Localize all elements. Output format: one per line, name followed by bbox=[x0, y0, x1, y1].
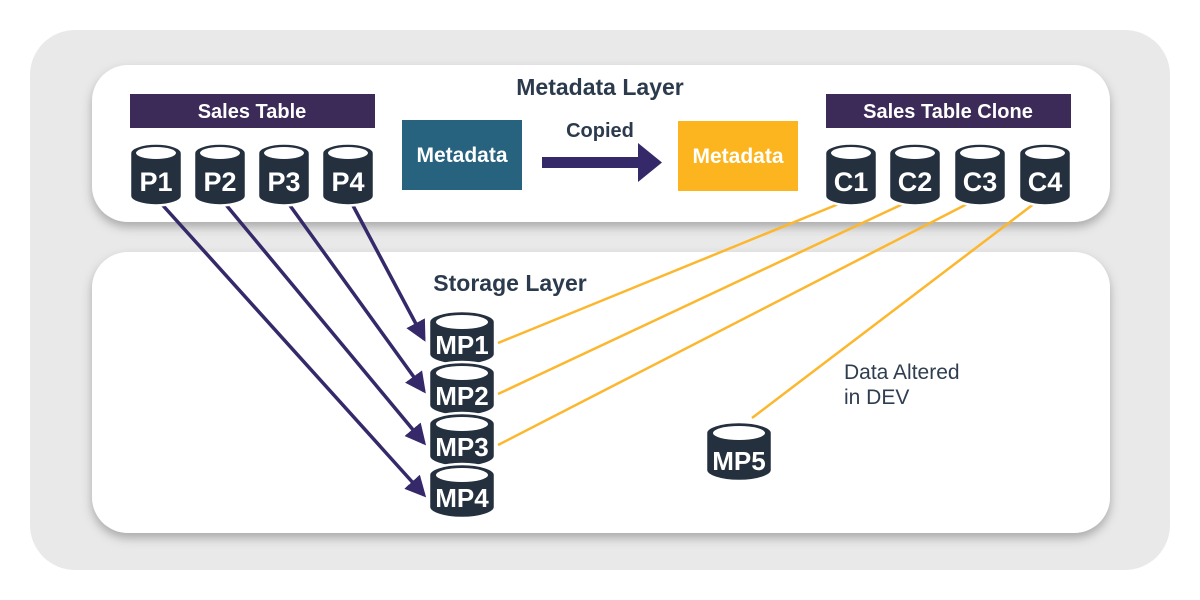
cylinder-mp3: MP3 bbox=[427, 411, 497, 469]
cylinder-opening bbox=[436, 417, 488, 431]
cylinder-label: P4 bbox=[331, 167, 364, 197]
cylinder-label: MP2 bbox=[435, 381, 488, 411]
cylinder-opening bbox=[713, 426, 765, 440]
cylinder-label: C3 bbox=[963, 167, 998, 197]
cylinder-c3: C3 bbox=[952, 142, 1008, 207]
source-metadata-label: Metadata bbox=[416, 144, 507, 167]
edge-p4-mp1 bbox=[348, 199, 426, 342]
cylinder-mp2: MP2 bbox=[427, 360, 497, 418]
cylinder-opening bbox=[436, 366, 488, 380]
sales-table-header bbox=[130, 94, 375, 128]
cylinder-label: MP3 bbox=[435, 432, 488, 462]
edge-c4-mp5 bbox=[751, 202, 1036, 419]
cylinder-opening bbox=[200, 147, 240, 159]
edge-p1-mp4 bbox=[156, 198, 427, 498]
cylinder-label: C1 bbox=[834, 167, 869, 197]
edge-c1-mp1 bbox=[497, 201, 842, 345]
cylinder-label: P2 bbox=[203, 167, 236, 197]
cylinder-label: C2 bbox=[898, 167, 933, 197]
copied-arrow bbox=[542, 143, 662, 182]
edge-c3-mp3 bbox=[497, 201, 970, 447]
data-altered-note-line1: Data Altered bbox=[844, 361, 960, 384]
cylinder-opening bbox=[960, 147, 1000, 159]
cylinder-label: MP5 bbox=[712, 446, 765, 476]
cylinder-c2: C2 bbox=[887, 142, 943, 207]
edge-p3-mp2 bbox=[284, 198, 426, 394]
cylinder-opening bbox=[264, 147, 304, 159]
cylinder-label: MP4 bbox=[435, 483, 489, 513]
cylinder-label: P1 bbox=[139, 167, 172, 197]
metadata-layer-title: Metadata Layer bbox=[516, 74, 684, 100]
cylinder-label: C4 bbox=[1028, 167, 1063, 197]
sales-table-clone-label: Sales Table Clone bbox=[863, 101, 1033, 123]
cylinder-p3: P3 bbox=[256, 142, 312, 207]
copied-label: Copied bbox=[566, 120, 634, 142]
cylinder-label: P3 bbox=[267, 167, 300, 197]
storage-layer-title: Storage Layer bbox=[433, 270, 586, 296]
cylinder-opening bbox=[436, 468, 488, 482]
data-altered-note-line2: in DEV bbox=[844, 386, 909, 409]
sales-table-clone-header bbox=[826, 94, 1071, 128]
cylinder-opening bbox=[436, 315, 488, 329]
cylinder-c1: C1 bbox=[823, 142, 879, 207]
purple-edges bbox=[156, 198, 427, 498]
yellow-edges bbox=[497, 201, 1036, 447]
cylinder-p2: P2 bbox=[192, 142, 248, 207]
cylinder-p4: P4 bbox=[320, 142, 376, 207]
cylinder-mp5: MP5 bbox=[704, 420, 774, 483]
cylinder-opening bbox=[328, 147, 368, 159]
cylinder-opening bbox=[831, 147, 871, 159]
clone-metadata-label: Metadata bbox=[692, 145, 783, 168]
cylinder-mp1: MP1 bbox=[427, 309, 497, 367]
cylinder-mp4: MP4 bbox=[427, 462, 497, 520]
sales-table-label: Sales Table bbox=[198, 101, 307, 123]
cylinder-opening bbox=[136, 147, 176, 159]
cylinder-opening bbox=[895, 147, 935, 159]
cylinder-label: MP1 bbox=[435, 330, 488, 360]
edge-p2-mp3 bbox=[220, 198, 427, 446]
cylinder-p1: P1 bbox=[128, 142, 184, 207]
cylinder-c4: C4 bbox=[1017, 142, 1073, 207]
clone-metadata-box bbox=[678, 121, 798, 191]
cylinder-opening bbox=[1025, 147, 1065, 159]
source-metadata-box bbox=[402, 120, 522, 190]
edge-c2-mp2 bbox=[497, 201, 906, 396]
